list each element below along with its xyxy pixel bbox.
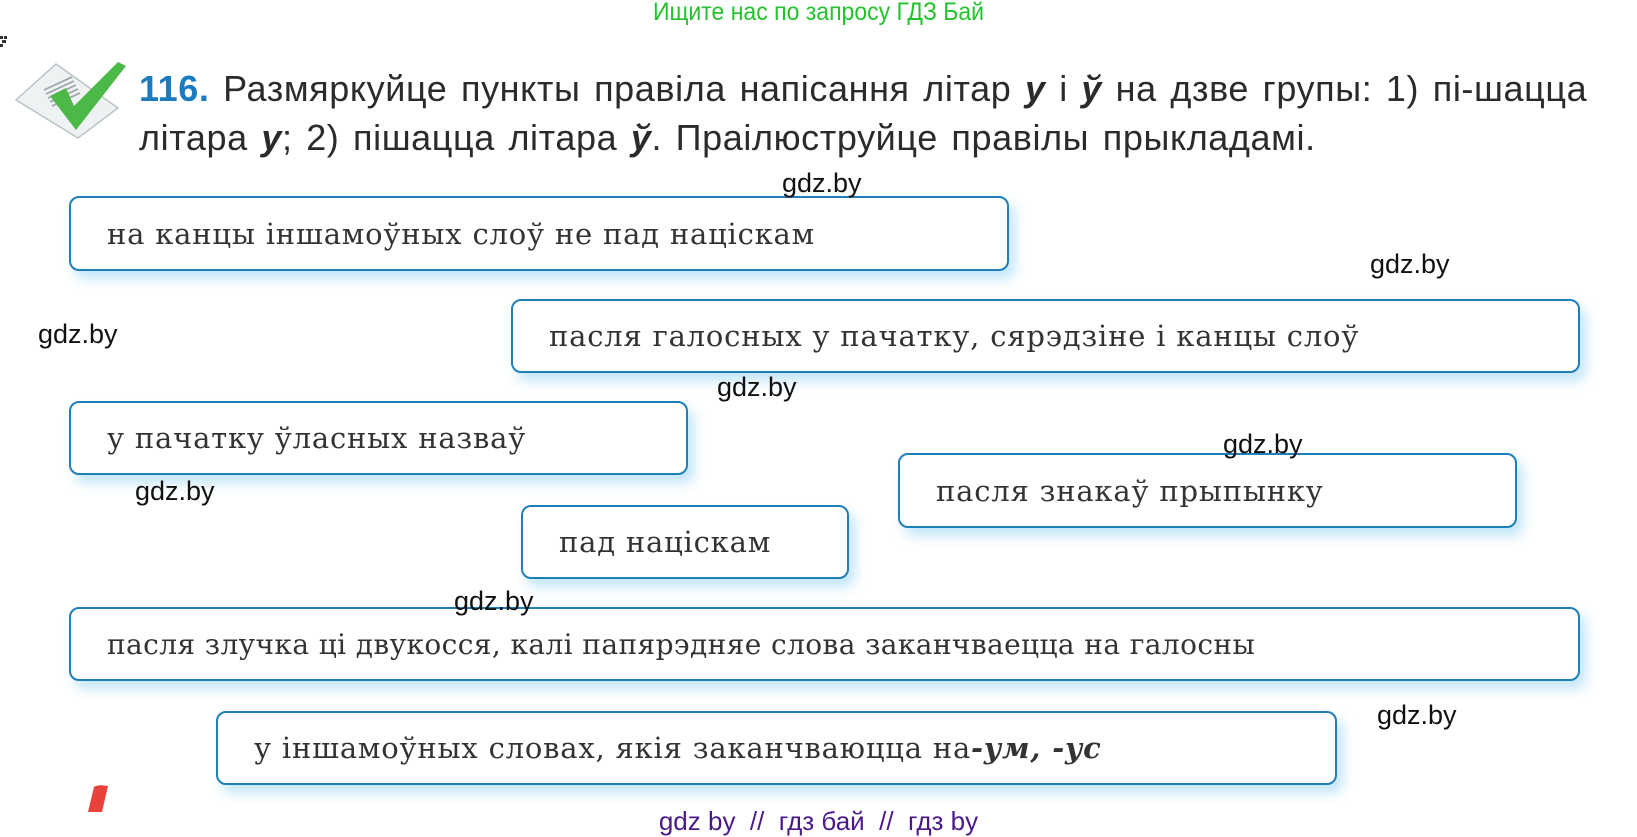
watermark: gdz.by <box>1370 249 1450 279</box>
search-banner: Ищите нас по запросу ГДЗ Бай <box>652 0 985 26</box>
rule-text: у пачатку ўласных назваў <box>107 421 527 455</box>
red-marker-icon <box>88 785 108 812</box>
rule-text: пасля галосных у пачатку, сярэдзіне і ка… <box>549 319 1360 353</box>
rule-card[interactable]: пасля знакаў прыпынку <box>898 453 1517 528</box>
watermark: gdz.by <box>38 319 118 349</box>
rule-card[interactable]: пасля галосных у пачатку, сярэдзіне і ка… <box>511 299 1580 373</box>
task-text: на дзве групы: 1) пі-шацца літара <box>139 68 1588 158</box>
letter-short-u: ў <box>1081 68 1103 109</box>
rule-card[interactable]: у іншамоўных словах, якія заканчваюцца н… <box>216 711 1337 785</box>
watermark: gdz.by <box>454 586 534 616</box>
rule-text: на канцы іншамоўных слоў не пад націскам <box>107 216 816 251</box>
rule-text: пасля знакаў прыпынку <box>936 473 1324 508</box>
rule-card[interactable]: у пачатку ўласных назваў <box>69 401 688 475</box>
watermark: gdz.by <box>1377 700 1457 730</box>
letter-u: у <box>1024 68 1046 109</box>
rule-text: у іншамоўных словах, якія заканчваюцца н… <box>254 731 972 765</box>
task-number: 116. <box>139 68 210 109</box>
watermark: gdz.by <box>717 372 797 402</box>
watermark: gdz.by <box>135 476 215 506</box>
rule-card[interactable]: на канцы іншамоўных слоў не пад націскам <box>69 196 1009 271</box>
letter-u: у <box>261 117 282 158</box>
corner-fragment-icon <box>0 36 7 47</box>
task-statement: 116. Размяркуйце пункты правіла напісанн… <box>139 64 1609 162</box>
task-text: Размяркуйце пункты правіла напісання літ… <box>209 68 1025 109</box>
rule-text: пасля злучка ці двукосся, калі папярэдня… <box>107 627 1256 661</box>
rule-suffix: -ум, -ус <box>971 731 1102 765</box>
watermark: gdz.by <box>1223 429 1303 459</box>
exercise-check-icon <box>14 62 126 139</box>
task-text: . Праілюструйце правілы прыкладамі. <box>651 117 1316 158</box>
rule-card[interactable]: пасля злучка ці двукосся, калі папярэдня… <box>69 607 1580 681</box>
rule-text: пад націскам <box>559 525 772 559</box>
task-text: і <box>1045 68 1082 109</box>
letter-short-u: ў <box>630 117 652 158</box>
task-text: ; 2) пішацца літара <box>281 117 631 158</box>
rule-card[interactable]: пад націскам <box>521 505 849 579</box>
footer-watermark: gdz by // гдз бай // гдз by <box>658 806 979 836</box>
watermark: gdz.by <box>782 168 862 198</box>
